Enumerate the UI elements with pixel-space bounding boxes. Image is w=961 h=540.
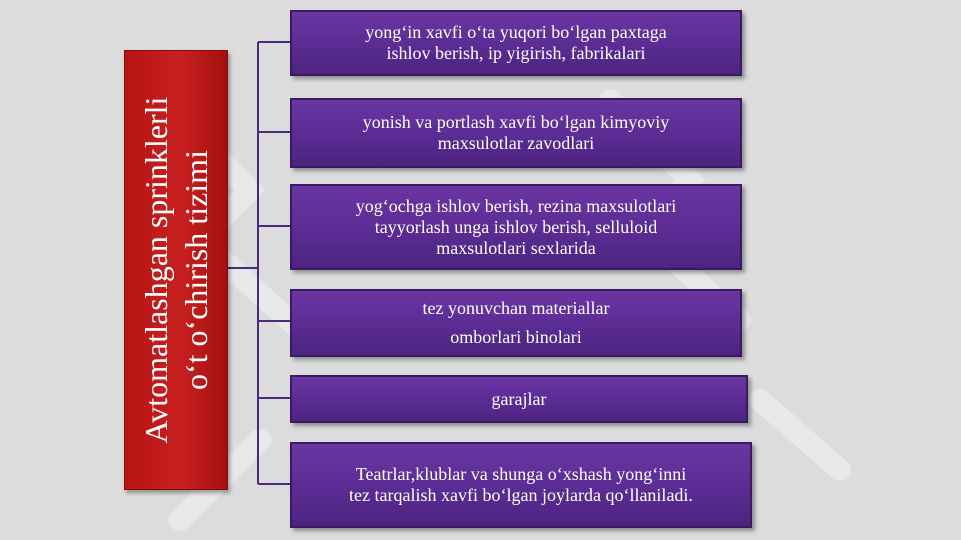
- item-node-1: yong‘in xavfi o‘ta yuqori bo‘lgan paxtag…: [290, 10, 742, 76]
- item-3-line-3: maxsulotlari sexlarida: [436, 237, 596, 258]
- item-3-line-2: tayyorlash unga ishlov berish, selluloid: [374, 216, 658, 237]
- root-line-1: Avtomatlashgan sprinklerli: [138, 96, 174, 444]
- item-node-6: Teatrlar,klublar va shunga o‘xshash yong…: [290, 442, 752, 528]
- item-4-line-1: tez yonuvchan materiallar: [422, 298, 610, 319]
- item-1-line-2: ishlov berish, ip yigirish, fabrikalari: [386, 43, 646, 63]
- item-node-5: garajlar: [290, 375, 748, 423]
- item-6-line-1: Teatrlar,klublar va shunga o‘xshash yong…: [355, 464, 687, 484]
- item-node-2: yonish va portlash xavfi bo‘lgan kimyovi…: [290, 98, 742, 168]
- item-node-3: yog‘ochga ishlov berish, rezina maxsulot…: [290, 184, 742, 270]
- item-4-line-2: omborlari binolari: [450, 326, 582, 347]
- item-2-line-2: maxsulotlar zavodlari: [437, 133, 595, 153]
- item-6-line-2: tez tarqalish xavfi bo‘lgan joylarda qo‘…: [349, 485, 693, 505]
- root-node: Avtomatlashgan sprinklerli o‘t o‘chirish…: [124, 50, 228, 490]
- item-node-4: tez yonuvchan materiallar omborlari bino…: [290, 289, 742, 357]
- item-5-line-1: garajlar: [491, 388, 547, 409]
- root-line-2: o‘t o‘chirish tizimi: [178, 150, 214, 390]
- item-1-line-1: yong‘in xavfi o‘ta yuqori bo‘lgan paxtag…: [365, 22, 667, 42]
- root-node-text: Avtomatlashgan sprinklerli o‘t o‘chirish…: [136, 60, 216, 480]
- item-3-line-1: yog‘ochga ishlov berish, rezina maxsulot…: [355, 195, 677, 216]
- item-2-line-1: yonish va portlash xavfi bo‘lgan kimyovi…: [362, 112, 670, 132]
